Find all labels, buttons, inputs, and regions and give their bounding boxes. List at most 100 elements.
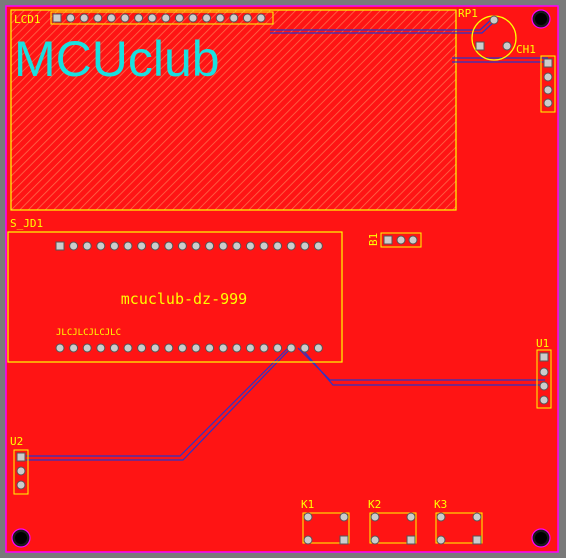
header-pin — [164, 343, 174, 353]
k1-pin-square — [339, 535, 349, 545]
b1-pin — [408, 235, 418, 245]
header-pin — [191, 241, 201, 251]
k3-pin — [472, 512, 482, 522]
header-pin — [150, 241, 160, 251]
header-pin — [205, 343, 215, 353]
u2-header[interactable]: U2 — [10, 435, 29, 495]
k3-switch[interactable]: K3 — [434, 498, 483, 545]
header-pin — [286, 241, 296, 251]
ch1-pin — [543, 98, 553, 108]
header-pin — [106, 13, 116, 23]
header-pin — [134, 13, 144, 23]
header-pin — [313, 241, 323, 251]
ch1-pin — [543, 85, 553, 95]
k1-switch[interactable]: K1 — [301, 498, 350, 545]
sjd1-designator: S_JD1 — [10, 217, 43, 230]
k2-switch[interactable]: K2 — [368, 498, 417, 545]
header-pin — [93, 13, 103, 23]
header-pin — [109, 241, 119, 251]
k3-pin — [436, 535, 446, 545]
header-pin — [66, 13, 76, 23]
rp1-pin-square — [475, 41, 485, 51]
header-pin — [96, 241, 106, 251]
u1-pin — [539, 367, 549, 377]
k2-pin — [370, 535, 380, 545]
header-pin — [191, 343, 201, 353]
ch1-pin-square — [543, 58, 553, 68]
k3-outline — [435, 512, 483, 544]
header-pin — [273, 343, 283, 353]
header-pin — [300, 241, 310, 251]
header-pin — [52, 13, 62, 23]
ch1-pin — [543, 72, 553, 82]
header-pin — [245, 343, 255, 353]
sjd1-bottom-pins — [55, 343, 323, 353]
header-pin — [69, 343, 79, 353]
u1-header[interactable]: U1 — [536, 337, 552, 409]
header-pin — [218, 241, 228, 251]
sjd1-center-text: mcuclub-dz-999 — [121, 290, 247, 308]
header-pin — [286, 343, 296, 353]
header-pin — [300, 343, 310, 353]
lcd-hatched-area — [10, 9, 457, 211]
header-pin — [259, 241, 269, 251]
k2-outline — [369, 512, 417, 544]
k2-pin — [406, 512, 416, 522]
u1-pin-square — [539, 352, 549, 362]
lcd-module[interactable]: LCD1 — [10, 9, 457, 211]
sjd1-module[interactable]: S_JD1 mcuclub-dz-999 JLCJLCJLCJLC — [7, 217, 343, 363]
b1-outline — [380, 232, 422, 248]
rp1-potentiometer[interactable]: RP1 — [458, 7, 517, 61]
header-pin — [256, 13, 266, 23]
header-pin — [202, 13, 212, 23]
k3-pin-square — [472, 535, 482, 545]
u1-designator: U1 — [536, 337, 549, 350]
header-pin — [120, 13, 130, 23]
sjd1-bottom-text: JLCJLCJLCJLC — [56, 328, 121, 338]
k2-pin — [370, 512, 380, 522]
k3-pin — [436, 512, 446, 522]
header-pin — [137, 343, 147, 353]
u2-designator: U2 — [10, 435, 23, 448]
sjd1-outline — [7, 231, 343, 363]
header-pin — [188, 13, 198, 23]
header-pin — [137, 241, 147, 251]
header-pin — [161, 13, 171, 23]
k2-designator: K2 — [368, 498, 381, 511]
k1-outline — [302, 512, 350, 544]
header-pin — [232, 343, 242, 353]
header-pin — [177, 343, 187, 353]
k1-pin — [303, 535, 313, 545]
k3-designator: K3 — [434, 498, 447, 511]
ch1-header[interactable]: CH1 — [516, 43, 556, 113]
header-pin — [82, 241, 92, 251]
header-pin — [313, 343, 323, 353]
k1-pin — [339, 512, 349, 522]
header-pin — [55, 241, 65, 251]
header-pin — [55, 343, 65, 353]
u2-pin — [16, 480, 26, 490]
lcd-header-outline — [50, 11, 274, 25]
b1-designator: B1 — [367, 233, 380, 246]
header-pin — [164, 241, 174, 251]
board-edge — [5, 5, 559, 553]
header-pin — [123, 343, 133, 353]
b1-header[interactable]: B1 — [367, 232, 422, 248]
rp1-designator: RP1 — [458, 7, 478, 20]
u2-pin-square — [16, 452, 26, 462]
header-pin — [273, 241, 283, 251]
lcd-designator: LCD1 — [14, 13, 41, 26]
header-pin — [205, 241, 215, 251]
u1-outline — [536, 349, 552, 409]
k2-pin-square — [406, 535, 416, 545]
lcd-header-pins — [52, 13, 266, 23]
k1-pin — [303, 512, 313, 522]
header-pin — [245, 241, 255, 251]
rp1-pin — [502, 41, 512, 51]
ch1-outline — [540, 55, 556, 113]
u1-pin — [539, 381, 549, 391]
rp1-pin — [489, 15, 499, 25]
header-pin — [82, 343, 92, 353]
u2-pin — [16, 466, 26, 476]
